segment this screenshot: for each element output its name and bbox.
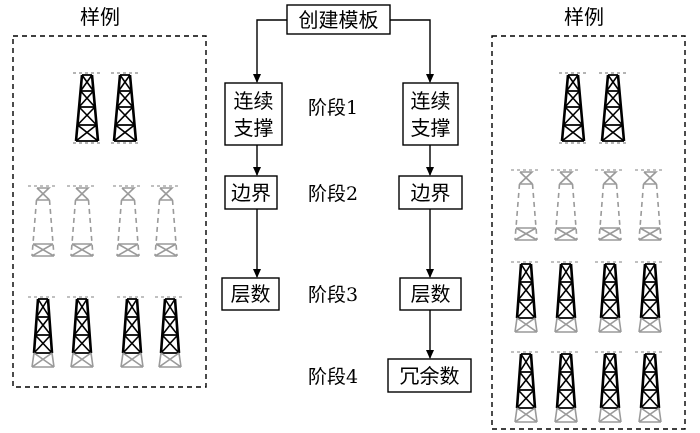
right-row1-towers [557, 71, 629, 145]
left-box-support [224, 82, 283, 146]
right-box-redundancy-label: 冗余数 [400, 364, 460, 388]
arrow-top-left [253, 19, 287, 83]
legend-right-frame [491, 35, 686, 430]
tower-icon [550, 169, 582, 241]
stage-label-1: 阶段1 [308, 97, 358, 119]
tower-icon [66, 185, 98, 257]
legend-right: 样例 [491, 5, 686, 430]
tower-icon [509, 350, 543, 424]
tower-icon [510, 169, 542, 241]
right-row4-towers [509, 350, 667, 424]
tower-icon [597, 71, 629, 145]
right-box-layers-label: 层数 [411, 282, 451, 306]
tower-icon [549, 350, 583, 424]
tower-icon [150, 185, 182, 257]
left-box-layers [221, 277, 280, 311]
tower-icon [109, 71, 141, 145]
left-box-support-line2: 支撑 [234, 116, 274, 140]
left-row2-towers [27, 185, 182, 257]
tower-icon [71, 71, 103, 145]
arrow-top-right [390, 19, 434, 83]
stage-label-4: 阶段4 [308, 366, 358, 388]
stage-label-2: 阶段2 [308, 183, 358, 205]
right-box-redundancy [387, 358, 472, 393]
tower-icon [26, 295, 60, 369]
tower-icon [593, 260, 627, 334]
left-box-support-line1: 连续 [234, 89, 274, 113]
tower-icon [153, 295, 187, 369]
tower-icon [27, 185, 59, 257]
tower-icon [549, 260, 583, 334]
tower-icon [633, 260, 667, 334]
tower-icon [594, 169, 626, 241]
top-box-label: 创建模板 [299, 8, 379, 32]
stage-label-3: 阶段3 [308, 284, 358, 306]
left-box-boundary [224, 175, 278, 210]
tower-icon [509, 260, 543, 334]
right-box-boundary-label: 边界 [411, 181, 451, 205]
left-box-boundary-label: 边界 [231, 181, 271, 205]
right-box-support-line1: 连续 [411, 89, 451, 113]
left-row1-towers [71, 71, 141, 145]
right-box-support-line2: 支撑 [411, 116, 451, 140]
right-row2-towers [510, 169, 666, 241]
legend-left: 样例 [12, 5, 207, 388]
tower-icon [557, 71, 589, 145]
tower-icon [634, 169, 666, 241]
legend-left-frame [12, 35, 207, 388]
left-box-layers-label: 层数 [231, 282, 271, 306]
tower-icon [593, 350, 627, 424]
flowchart: 创建模板 连续 支撑 边界 层数 连续 支撑 边界 层数 冗余数 阶段1 阶段2… [221, 4, 472, 393]
legend-left-title: 样例 [80, 5, 120, 29]
tower-icon [65, 295, 99, 369]
right-row3-towers [509, 260, 667, 334]
tower-icon [633, 350, 667, 424]
tower-icon [115, 295, 149, 369]
right-box-layers [399, 277, 462, 311]
legend-right-title: 样例 [564, 5, 604, 29]
tower-icon [112, 185, 144, 257]
left-row3-towers [26, 295, 187, 369]
